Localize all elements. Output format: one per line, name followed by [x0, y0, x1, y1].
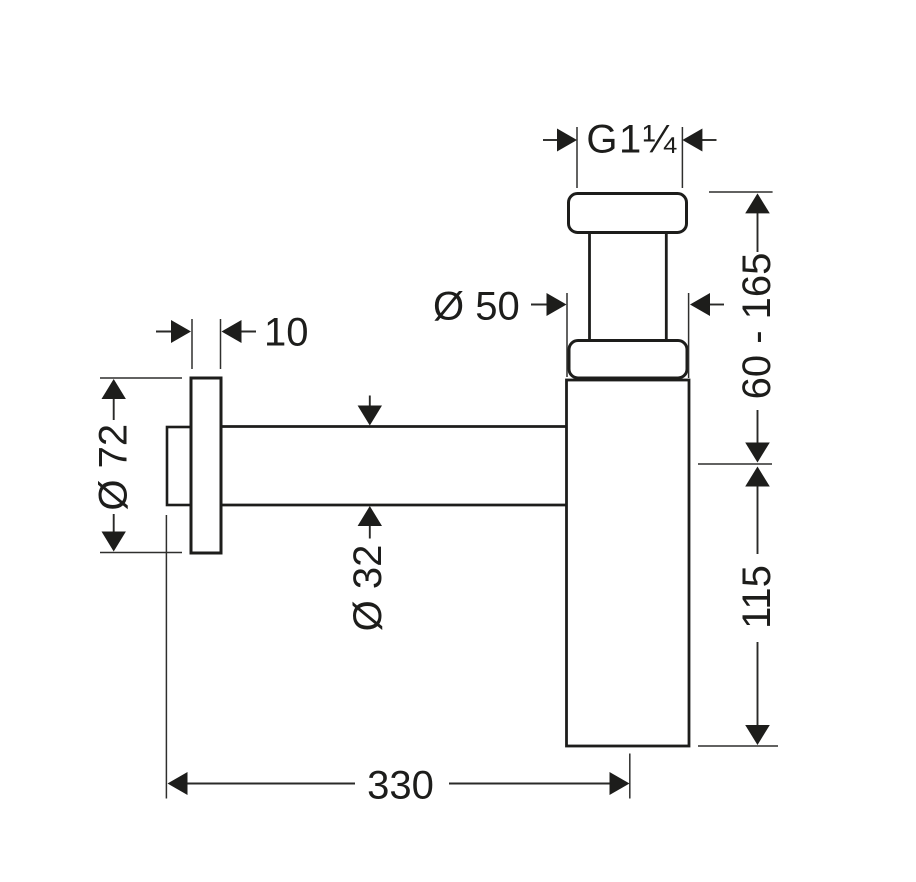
svg-text:115: 115 — [735, 565, 779, 629]
svg-text:10: 10 — [264, 311, 309, 355]
svg-text:330: 330 — [367, 764, 434, 808]
svg-text:Ø 72: Ø 72 — [92, 424, 136, 511]
svg-text:G1¼: G1¼ — [586, 118, 677, 162]
svg-text:60 - 165: 60 - 165 — [735, 253, 779, 400]
svg-text:Ø 32: Ø 32 — [346, 545, 390, 632]
svg-text:Ø 50: Ø 50 — [433, 285, 520, 329]
